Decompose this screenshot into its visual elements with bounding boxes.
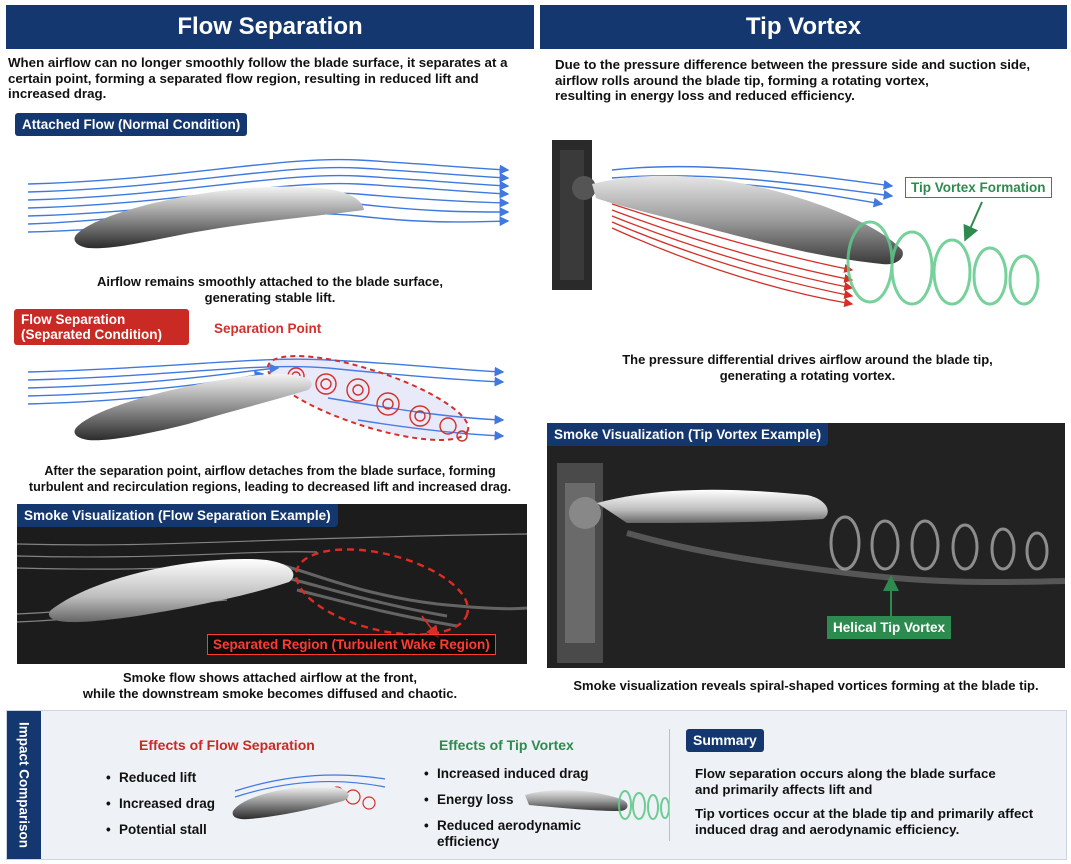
separation-airfoil-icon [225,765,395,825]
tip-vortex-effects-title: Effects of Tip Vortex [439,737,574,753]
smoke-tip-vortex-title: Smoke Visualization (Tip Vortex Example) [547,423,829,446]
separated-flow-caption: After the separation point, airflow deta… [10,464,530,495]
separated-region-label: Separated Region (Turbulent Wake Region) [207,634,496,655]
impact-divider [669,729,670,841]
airfoil-separated-flow-icon [28,338,528,458]
summary-line-1: Flow separation occurs along the blade s… [695,766,996,781]
effect-item: Reduced lift [106,770,196,786]
tip-vortex-caption-line-1: The pressure differential drives airflow… [622,352,993,367]
smoke-tip-vortex-caption: Smoke visualization reveals spiral-shape… [573,678,1039,693]
tip-vortex-description: Due to the pressure difference between t… [555,57,1065,104]
tip-vortex-caption-line-2: generating a rotating vortex. [719,367,896,383]
separation-tag-line-2: (Separated Condition) [21,327,162,342]
attached-caption-line-1: Airflow remains smoothly attached to the… [96,274,444,289]
separation-point-label: Separation Point [214,321,322,336]
summary-text: Flow separation occurs along the blade s… [695,766,1065,837]
effect-item: Reduced aerodynamic efficiency [424,818,597,850]
summary-title: Summary [686,729,764,752]
impact-comparison-tab-label: Impact Comparison [16,721,32,849]
separated-caption-line-1: After the separation point, airflow deta… [44,464,496,478]
smoke-separation-title: Smoke Visualization (Flow Separation Exa… [17,504,338,527]
tip-vortex-desc-line-3: resulting in energy loss and reduced eff… [555,88,855,103]
summary-line-3: Tip vortices occur at the blade tip and … [695,806,1034,821]
smoke-separation-photo: Smoke Visualization (Flow Separation Exa… [17,504,527,664]
smoke-tip-vortex-photo: Smoke Visualization (Tip Vortex Example)… [547,423,1065,668]
separation-tag-line-1: Flow Separation [21,312,126,327]
smoke-separation-caption: Smoke flow shows attached airflow at the… [20,670,520,701]
flow-separation-description: When airflow can no longer smoothly foll… [8,55,508,101]
smoke-separation-caption-line-1: Smoke flow shows attached airflow at the… [123,670,417,685]
attached-caption-line-2: generating stable lift. [204,289,336,305]
flow-separation-effects-title: Effects of Flow Separation [139,737,315,753]
tip-vortex-header: Tip Vortex [540,5,1067,49]
propeller-blade-icon: Tip Vortex Formation [552,140,1067,340]
effect-item: Increased induced drag [424,766,589,782]
flow-separation-tag: Flow Separation (Separated Condition) [14,309,189,345]
tip-vortex-blade-icon [521,777,671,827]
summary-line-2: and primarily affects lift and [695,781,873,797]
effect-item: Energy loss [424,792,513,808]
effect-item: Potential stall [106,822,207,838]
smoke-separation-caption-line-2: while the downstream smoke becomes diffu… [82,685,458,701]
impact-comparison-tab: Impact Comparison [7,711,41,859]
tip-vortex-caption: The pressure differential drives airflow… [555,352,1060,383]
effect-item: Increased drag [106,796,215,812]
airfoil-attached-flow-icon [28,140,528,265]
impact-comparison-section: Impact Comparison Effects of Flow Separa… [6,710,1067,860]
flow-separation-header: Flow Separation [6,5,534,49]
tip-vortex-formation-label: Tip Vortex Formation [905,177,1052,198]
tip-vortex-desc-line-2: airflow rolls around the blade tip, form… [555,72,929,88]
separated-caption-line-2: turbulent and recirculation regions, lea… [28,479,512,494]
summary-line-4: induced drag and aerodynamic efficiency. [695,821,960,837]
attached-flow-caption: Airflow remains smoothly attached to the… [20,274,520,305]
attached-flow-tag: Attached Flow (Normal Condition) [15,113,248,136]
helical-tip-vortex-label: Helical Tip Vortex [827,616,952,639]
tip-vortex-desc-line-1: Due to the pressure difference between t… [555,57,1031,72]
